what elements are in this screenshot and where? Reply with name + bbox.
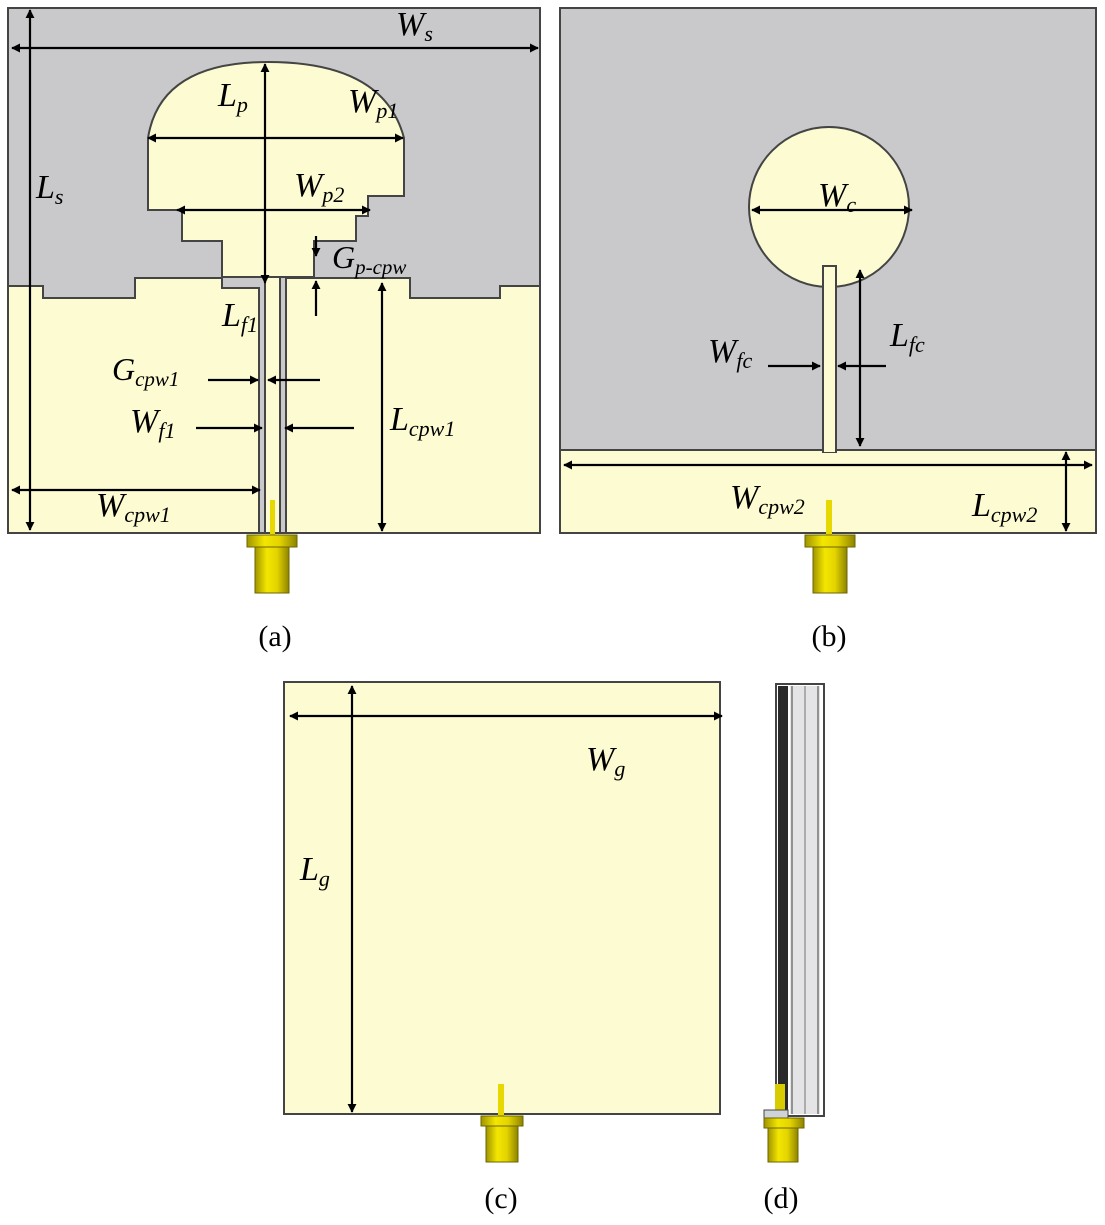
label-wp2: Wp2 (294, 167, 344, 207)
sma-connector-b (804, 534, 856, 594)
cpw-ground-right (285, 277, 541, 534)
sma-connector-d (763, 1117, 805, 1163)
panel-b: Wc Wfc Lfc Wcpw2 Lcpw2 (b) (559, 7, 1097, 653)
label-lg: Lg (299, 851, 330, 891)
feed-fill-b (824, 268, 835, 452)
label-lf1: Lf1 (221, 297, 258, 337)
feed-pin-c (498, 1084, 504, 1118)
label-wc: Wc (818, 177, 856, 217)
panel-a: Ws Ls Lp Wp1 Wp2 Gp-cpw Lf1 Gcpw1 Wf1 Lc… (7, 6, 541, 653)
label-ws: Ws (396, 6, 433, 46)
label-wf1: Wf1 (130, 403, 175, 443)
caption-d: (d) (764, 1182, 799, 1215)
feed-pin-a (270, 500, 275, 538)
side-cap (763, 1109, 789, 1119)
ground-plane (283, 681, 721, 1115)
label-wcpw2: Wcpw2 (730, 479, 805, 519)
label-lcpw1: Lcpw1 (389, 401, 455, 441)
label-wfc: Wfc (708, 333, 752, 373)
label-lcpw2: Lcpw2 (971, 487, 1037, 527)
side-view-dark-layer (778, 686, 788, 1114)
feed-pin-b (826, 500, 832, 536)
label-wg: Wg (586, 741, 625, 781)
feed-line-a (264, 276, 281, 534)
label-wcpw1: Wcpw1 (96, 487, 171, 527)
panel-d: (d) (763, 683, 825, 1215)
label-lfc: Lfc (889, 317, 925, 357)
caption-c: (c) (484, 1182, 517, 1215)
caption-a: (a) (258, 620, 291, 653)
label-gcpw1: Gcpw1 (112, 351, 179, 391)
feed-pin-d (775, 1084, 785, 1116)
label-ls: Ls (35, 169, 63, 209)
sma-connector-a (246, 534, 298, 594)
panel-c: Wg Lg (c) (283, 681, 723, 1215)
label-wp1: Wp1 (348, 83, 398, 123)
label-gpcpw: Gp-cpw (332, 239, 406, 279)
label-lp: Lp (217, 77, 248, 117)
sma-connector-c (480, 1115, 524, 1163)
radiating-patch (147, 60, 405, 278)
caption-b: (b) (812, 620, 847, 653)
